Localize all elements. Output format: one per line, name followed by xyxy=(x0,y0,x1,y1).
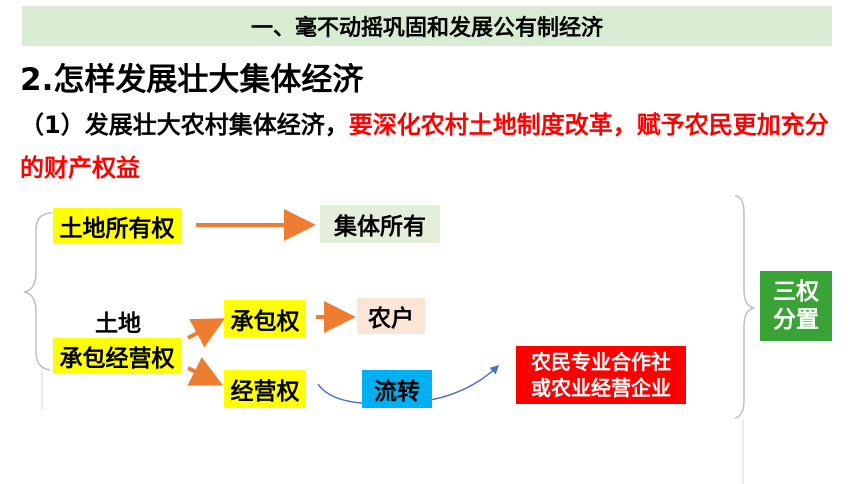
cooperative-box: 农民专业合作社 或农业经营企业 xyxy=(516,346,686,404)
arrow-to-management-right xyxy=(187,356,224,386)
three-rights-line-2: 分置 xyxy=(773,307,819,333)
three-rights-line-1: 三权 xyxy=(773,279,819,305)
sub-heading: 2.怎样发展壮大集体经济 xyxy=(20,62,364,98)
point-highlight: 要深化农村土地制度改革，赋予农民更加充分的财产权益 xyxy=(20,111,829,182)
banner-title: 一、毫不动摇巩固和发展公有制经济 xyxy=(250,16,603,41)
three-rights-box: 三权 分置 xyxy=(760,271,832,341)
point-text: （1）发展壮大农村集体经济，要深化农村土地制度改革，赋予农民更加充分的财产权益 xyxy=(20,104,840,190)
left-brace xyxy=(23,212,53,371)
transfer-label: 流转 xyxy=(362,370,432,408)
management-right-label: 经营权 xyxy=(224,370,306,408)
arrow-to-contract-right xyxy=(187,318,226,348)
section-banner: 一、毫不动摇巩固和发展公有制经济 xyxy=(22,6,832,46)
contract-right-label: 承包权 xyxy=(224,300,306,338)
farmer-label: 农户 xyxy=(357,298,425,334)
land-label: 土地 xyxy=(95,311,141,337)
collective-ownership-label: 集体所有 xyxy=(320,205,440,243)
cooperative-line-1: 农民专业合作社 xyxy=(531,350,671,374)
right-brace xyxy=(734,195,755,419)
point-prefix: （1）发展壮大农村集体经济， xyxy=(20,111,349,139)
contract-management-label: 承包经营权 xyxy=(53,338,181,374)
land-ownership-label: 土地所有权 xyxy=(53,208,181,244)
cooperative-line-2: 或农业经营企业 xyxy=(531,376,671,400)
